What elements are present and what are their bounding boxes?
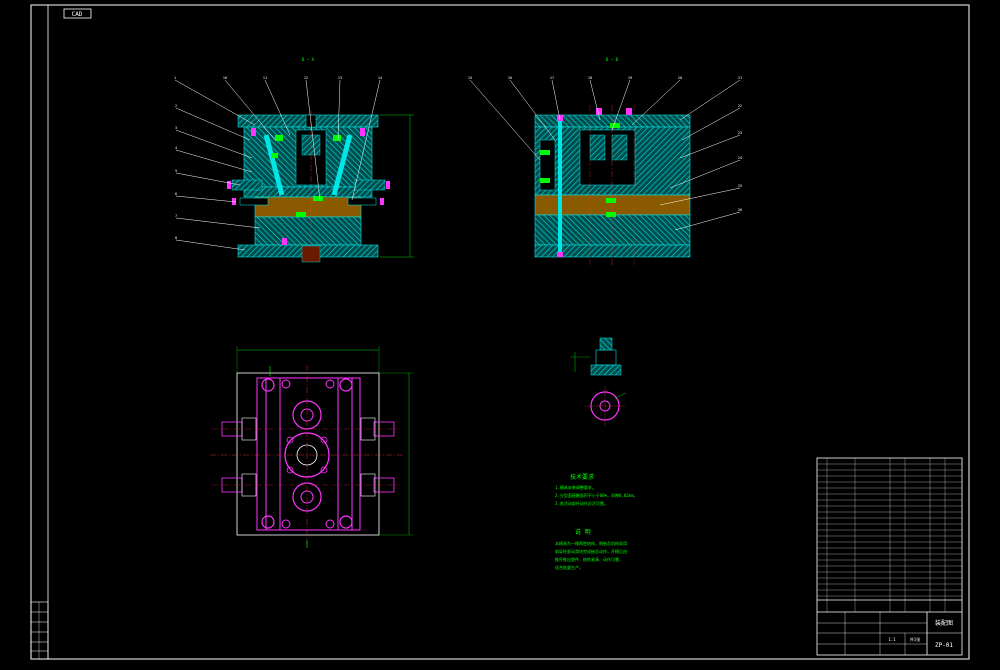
tech-notes-title: 技术要求 [570,473,594,481]
callout-right-2: 16 [508,76,512,80]
callout-left-13-leader [351,79,381,201]
callout-right-12-leader [674,211,741,231]
part-detail[interactable] [570,337,627,426]
callout-left-10: 11 [263,76,267,80]
right-section-view[interactable] [534,105,691,265]
callout-left-1-leader [174,79,256,126]
callout-left-12-leader [337,79,341,141]
callout-right-5-leader [611,79,631,131]
callout-right-7-leader [679,79,741,121]
callout-right-10: 24 [738,156,742,160]
drawing-name: 装配图 [935,619,953,627]
callout-right-12: 26 [738,208,742,212]
description-line-1: 本模具为一模两腔结构，侧抽芯机构采用 [555,540,627,546]
left-section-label: B — A [302,57,315,62]
callout-right-3-leader [551,79,561,121]
callout-left-9-leader [224,79,276,141]
callout-left-2-leader [175,107,251,141]
callout-right-11-leader [659,187,741,206]
callout-right-9-leader [679,134,741,159]
callout-left-4: 4 [175,146,177,150]
callout-right-8: 22 [738,104,742,108]
technical-notes: 技术要求 1.模具安装调整要求。 2.分型面接触面积不小于80%，间隙0.02m… [555,473,638,570]
callout-left-6-leader [175,195,237,203]
callout-left-8-leader [175,239,246,251]
parts-list [817,458,962,612]
callout-left-10-leader [264,79,291,136]
sheet-count: 共1张 [910,636,920,642]
plan-view[interactable] [210,346,413,548]
callout-left-6: 6 [175,192,177,196]
callout-right-8-leader [681,107,741,141]
callout-right-7: 21 [738,76,742,80]
callout-right-3: 17 [550,76,554,80]
window-tab[interactable]: CAD [63,8,92,19]
callout-right-1-leader [469,79,541,161]
callout-left-3-leader [175,129,253,159]
callout-left-13: 14 [378,76,382,80]
description-line-3: 推杆推出塑件，结构紧凑、动作可靠， [555,556,623,562]
callout-left-9: 10 [223,76,227,80]
window-tab-label: CAD [72,11,83,18]
callout-right-5: 19 [628,76,632,80]
callout-left-7-leader [175,217,261,229]
right-callout-leaders: 15 16 17 18 19 20 21 22 23 24 25 26 [468,76,742,231]
callout-left-1: 1 [174,76,176,80]
left-strip [30,601,49,660]
callout-right-4: 18 [588,76,592,80]
callout-left-5: 5 [175,169,177,173]
callout-right-6: 20 [678,76,682,80]
callout-left-5-leader [175,172,241,186]
right-section-label: B — B [606,57,619,62]
callout-left-7: 7 [175,214,177,218]
callout-right-10-leader [669,159,741,189]
callout-right-9: 23 [738,131,742,135]
description-line-2: 斜导柱驱动滑块完成抽芯动作，开模后由 [555,548,627,554]
callout-left-8: 8 [175,236,177,240]
drawing-frame [30,4,970,660]
tech-note-line-3: 3.各活动部件动作灵活可靠。 [555,500,608,506]
description-line-4: 适合批量生产。 [555,564,583,570]
callout-left-11: 12 [304,76,308,80]
callout-right-1: 15 [468,76,472,80]
tech-note-line-2: 2.分型面接触面积不小于80%，间隙0.02mm。 [555,492,638,498]
callout-left-11-leader [305,79,321,201]
callout-left-12: 13 [338,76,342,80]
callout-right-6-leader [631,79,681,126]
left-section-view[interactable] [227,110,414,263]
callout-right-11: 25 [738,184,742,188]
callout-left-3: 3 [175,126,177,130]
callout-right-4-leader [589,79,601,121]
drawing-number: ZP-01 [935,642,953,649]
callout-right-2-leader [509,79,556,141]
callout-left-4-leader [175,149,253,173]
description-title: 说 明 [575,528,591,536]
tech-note-line-1: 1.模具安装调整要求。 [555,484,596,490]
drawing-scale: 1:1 [888,637,896,642]
callout-left-2: 2 [175,104,177,108]
title-block[interactable]: 装配图 ZP-01 1:1 共1张 [816,457,963,656]
